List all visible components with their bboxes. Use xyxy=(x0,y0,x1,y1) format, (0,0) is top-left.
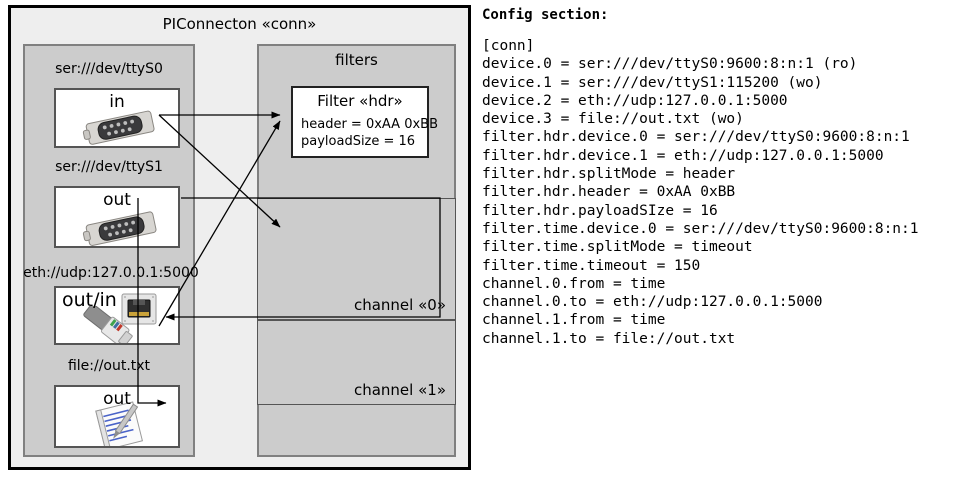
device-label-eth: eth://udp:127.0.0.1:5000 xyxy=(23,265,199,281)
serial-port-icon xyxy=(82,110,155,145)
device-node-eth[interactable]: out/in xyxy=(54,286,180,345)
filter-hdr-props: header = 0xAA 0xBB payloadSize = 16 xyxy=(301,117,439,149)
device-label-ttyS1: ser:///dev/ttyS1 xyxy=(55,159,163,175)
device-direction-ttyS0: in xyxy=(109,92,125,112)
device-direction-file: out xyxy=(103,389,131,409)
device-node-ttyS0[interactable]: in xyxy=(54,88,180,148)
device-node-ttyS1[interactable]: out xyxy=(54,186,180,248)
channel-1-label: channel «1» xyxy=(353,381,446,399)
filter-hdr-title: Filter «hdr» xyxy=(317,92,403,110)
config-heading: Config section: xyxy=(482,7,609,23)
device-label-file: file://out.txt xyxy=(67,358,151,374)
device-label-ttyS0: ser:///dev/ttyS0 xyxy=(55,61,163,77)
serial-port-icon xyxy=(82,211,157,246)
config-section: Config section: [conn] device.0 = ser://… xyxy=(482,7,960,348)
channel-0-panel[interactable]: channel «0» xyxy=(257,198,456,320)
piconnector-diagram: PIConnecton «conn» ser:///dev/ttyS0 in xyxy=(8,5,471,470)
device-node-file[interactable]: out xyxy=(54,385,180,448)
channel-1-panel[interactable]: channel «1» xyxy=(257,320,456,405)
text-document-icon xyxy=(95,401,143,446)
device-direction-ttyS1: out xyxy=(103,190,131,210)
diagram-title: PIConnecton «conn» xyxy=(162,15,317,33)
filter-hdr-box[interactable]: Filter «hdr» header = 0xAA 0xBB payloadS… xyxy=(291,86,438,158)
filters-panel-title: filters xyxy=(335,51,378,69)
config-body-text: [conn] device.0 = ser:///dev/ttyS0:9600:… xyxy=(482,38,919,347)
channel-0-label: channel «0» xyxy=(353,296,446,314)
devices-panel: ser:///dev/ttyS0 in se xyxy=(23,44,199,457)
device-direction-eth: out/in xyxy=(62,289,117,311)
ethernet-cable-icon xyxy=(83,306,133,343)
